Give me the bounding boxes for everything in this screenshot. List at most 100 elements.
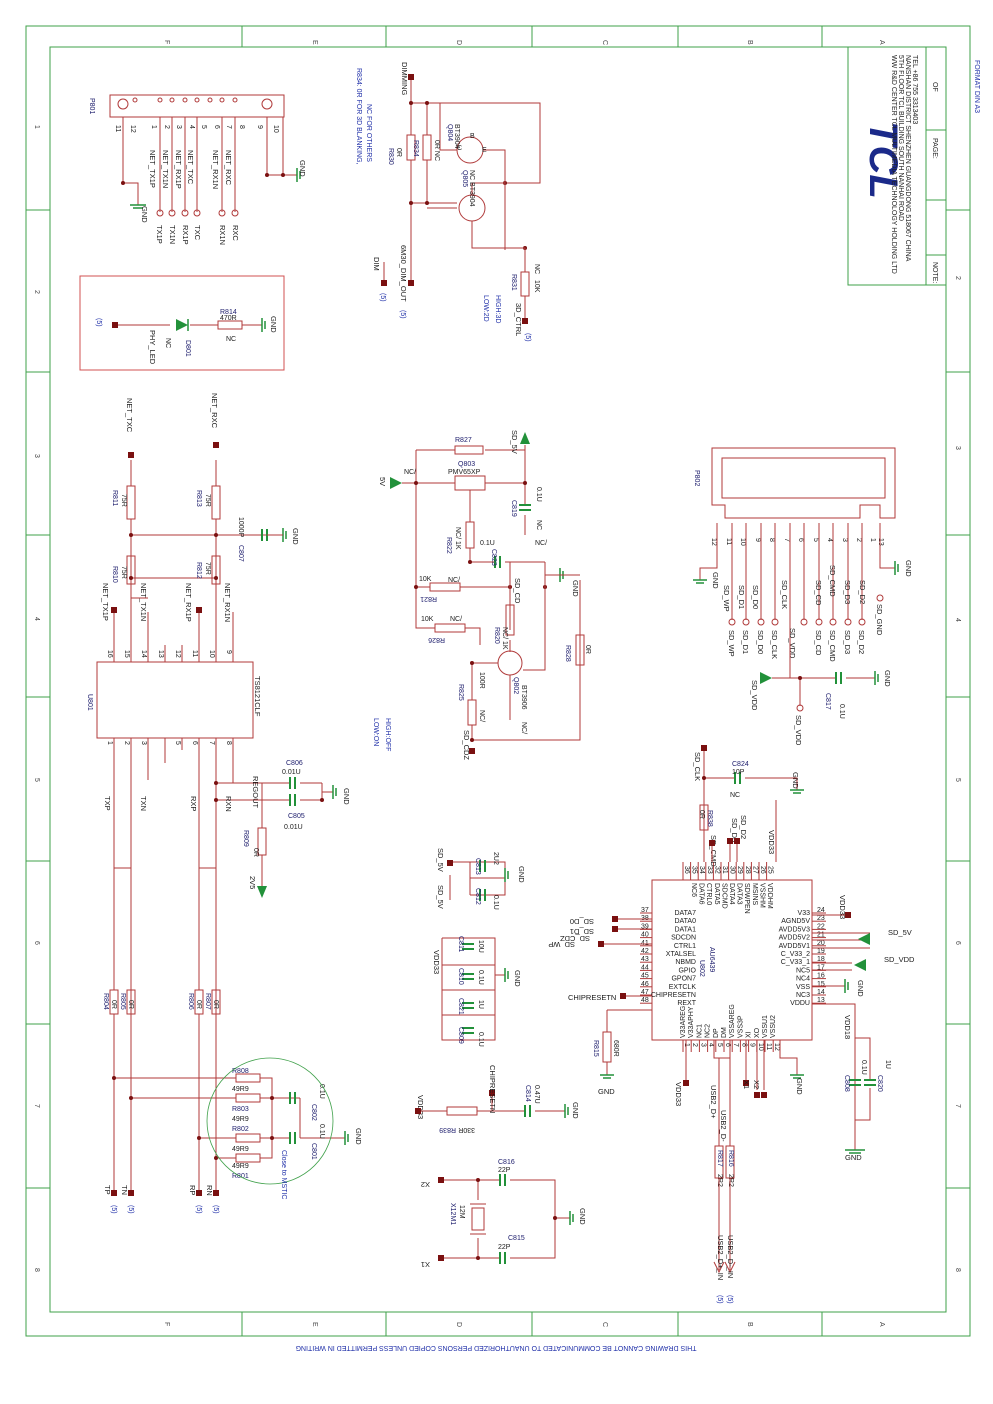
svg-text:NC/: NC/ bbox=[450, 616, 462, 623]
svg-text:6M30_DIM_OUT: 6M30_DIM_OUT bbox=[399, 245, 408, 302]
svg-text:C816: C816 bbox=[498, 1159, 515, 1166]
au6439-pin-label: 33 bbox=[706, 866, 713, 874]
svg-text:R834: R834 bbox=[412, 140, 419, 157]
svg-text:8: 8 bbox=[238, 125, 245, 129]
svg-text:AU6439: AU6439 bbox=[708, 947, 715, 972]
svg-text:R828: R828 bbox=[564, 645, 571, 662]
svg-text:GND: GND bbox=[291, 528, 300, 545]
svg-text:TXC: TXC bbox=[193, 225, 202, 241]
au6439-pin-label: 46 bbox=[641, 981, 649, 988]
svg-text:0.1U: 0.1U bbox=[477, 1032, 484, 1047]
au6439-pin-label: NC4 bbox=[796, 976, 810, 983]
svg-text:NC BT3904: NC BT3904 bbox=[468, 170, 475, 207]
svg-text:8: 8 bbox=[33, 1268, 40, 1272]
au6439-pin-label: XI bbox=[746, 1031, 753, 1038]
svg-text:RXC: RXC bbox=[231, 225, 240, 241]
svg-text:R802: R802 bbox=[232, 1126, 249, 1133]
svg-text:0R: 0R bbox=[395, 148, 402, 157]
svg-text:CHIPRESETN: CHIPRESETN bbox=[488, 1065, 497, 1113]
svg-text:C808: C808 bbox=[843, 1075, 850, 1092]
svg-text:PMV65XP: PMV65XP bbox=[448, 469, 481, 476]
au6439-pin-label: CTRL1 bbox=[674, 943, 696, 950]
svg-text:SD_CDZ: SD_CDZ bbox=[560, 934, 590, 943]
svg-text:1: 1 bbox=[33, 125, 40, 129]
row-labels-left: 1 2 3 4 5 6 7 8 bbox=[33, 125, 40, 1272]
svg-text:1U: 1U bbox=[884, 1060, 891, 1069]
au6439-pin-label: NC2 bbox=[705, 1024, 712, 1038]
svg-text:SD_CLK: SD_CLK bbox=[780, 580, 789, 609]
svg-text:NC/: NC/ bbox=[535, 540, 547, 547]
svg-text:GND: GND bbox=[571, 1102, 580, 1119]
au6439-pin-label: 21 bbox=[817, 932, 825, 939]
svg-text:(5): (5) bbox=[726, 1295, 733, 1304]
svg-text:GND: GND bbox=[269, 316, 278, 333]
au6439-pin-label: AVDD5V1 bbox=[779, 943, 810, 950]
svg-text:R805: R805 bbox=[119, 993, 126, 1010]
svg-text:TX1P: TX1P bbox=[155, 225, 164, 244]
au6439-pin-label: DATA1 bbox=[674, 926, 696, 933]
svg-text:C817: C817 bbox=[824, 693, 831, 710]
svg-text:R830: R830 bbox=[387, 148, 394, 165]
svg-text:10U: 10U bbox=[477, 940, 484, 953]
svg-text:49R9: 49R9 bbox=[232, 1163, 249, 1170]
au6439-pin-label: V33AREG bbox=[680, 1006, 687, 1038]
svg-text:0.1U: 0.1U bbox=[318, 1124, 325, 1139]
svg-text:NC/: NC/ bbox=[448, 577, 460, 584]
svg-text:470R: 470R bbox=[220, 315, 237, 322]
svg-text:2: 2 bbox=[855, 538, 862, 542]
svg-text:1000P: 1000P bbox=[237, 517, 244, 538]
svg-text:1: 1 bbox=[106, 741, 113, 745]
svg-text:D: D bbox=[455, 40, 462, 45]
svg-text:0.01U: 0.01U bbox=[282, 769, 301, 776]
svg-text:SD_CMD: SD_CMD bbox=[828, 565, 837, 597]
svg-text:NET_TXC: NET_TXC bbox=[125, 398, 134, 433]
au6439-pin-label: 20 bbox=[817, 940, 825, 947]
svg-text:SD_CLK: SD_CLK bbox=[693, 752, 702, 781]
svg-text:NC: NC bbox=[730, 792, 740, 799]
svg-text:6: 6 bbox=[191, 741, 198, 745]
svg-text:5: 5 bbox=[812, 538, 819, 542]
svg-text:NC/: NC/ bbox=[404, 469, 416, 476]
svg-text:C802: C802 bbox=[310, 1104, 317, 1121]
svg-text:F: F bbox=[163, 1322, 170, 1326]
svg-text:NC/: NC/ bbox=[520, 722, 527, 734]
au6439-pin-label: 7 bbox=[732, 1043, 739, 1047]
svg-text:SD_D0: SD_D0 bbox=[751, 585, 760, 609]
svg-text:VDD18: VDD18 bbox=[843, 1015, 852, 1039]
svg-text:49R9: 49R9 bbox=[232, 1116, 249, 1123]
svg-text:R838: R838 bbox=[706, 810, 713, 827]
column-labels-bottom: F E D C B A bbox=[163, 1322, 885, 1327]
svg-text:(5): (5) bbox=[95, 318, 102, 327]
svg-text:LOW:ON: LOW:ON bbox=[372, 718, 379, 746]
au6439-pin-label: 23 bbox=[817, 915, 825, 922]
svg-text:9: 9 bbox=[225, 650, 232, 654]
svg-text:Close to MSTIC: Close to MSTIC bbox=[280, 1150, 287, 1199]
au6439-pin-label: 47 bbox=[641, 989, 649, 996]
svg-text:C806: C806 bbox=[286, 760, 303, 767]
au6439-pin-label: VSSHM bbox=[758, 883, 765, 908]
svg-text:R814: R814 bbox=[220, 309, 237, 316]
au6439-pin-label: 29 bbox=[736, 866, 743, 874]
svg-text:5: 5 bbox=[174, 741, 181, 745]
svg-text:C805: C805 bbox=[288, 813, 305, 820]
svg-text:REGOUT: REGOUT bbox=[251, 776, 260, 809]
svg-text:C807: C807 bbox=[237, 545, 244, 562]
svg-text:VDD33: VDD33 bbox=[432, 950, 441, 974]
svg-text:GND: GND bbox=[571, 580, 580, 597]
svg-text:RXN: RXN bbox=[224, 796, 233, 812]
au6439-pin-label: DATA5 bbox=[713, 883, 720, 905]
svg-text:R817: R817 bbox=[716, 1150, 723, 1167]
au6439-pin-label: 11 bbox=[765, 1043, 772, 1050]
svg-text:8: 8 bbox=[768, 538, 775, 542]
svg-text:9: 9 bbox=[256, 125, 263, 129]
svg-text:TEL +86 755 3313403: TEL +86 755 3313403 bbox=[911, 55, 918, 124]
svg-text:SD_D3: SD_D3 bbox=[843, 580, 852, 604]
au6439-pin-label: DP bbox=[713, 1028, 720, 1038]
svg-text:X2: X2 bbox=[421, 1180, 430, 1189]
au6439-pin-label: AVDD5V2 bbox=[779, 935, 810, 942]
svg-text:100R: 100R bbox=[478, 672, 485, 689]
svg-text:75R: 75R bbox=[120, 566, 127, 579]
svg-text:0.1U: 0.1U bbox=[318, 1084, 325, 1099]
svg-text:4: 4 bbox=[188, 125, 195, 129]
